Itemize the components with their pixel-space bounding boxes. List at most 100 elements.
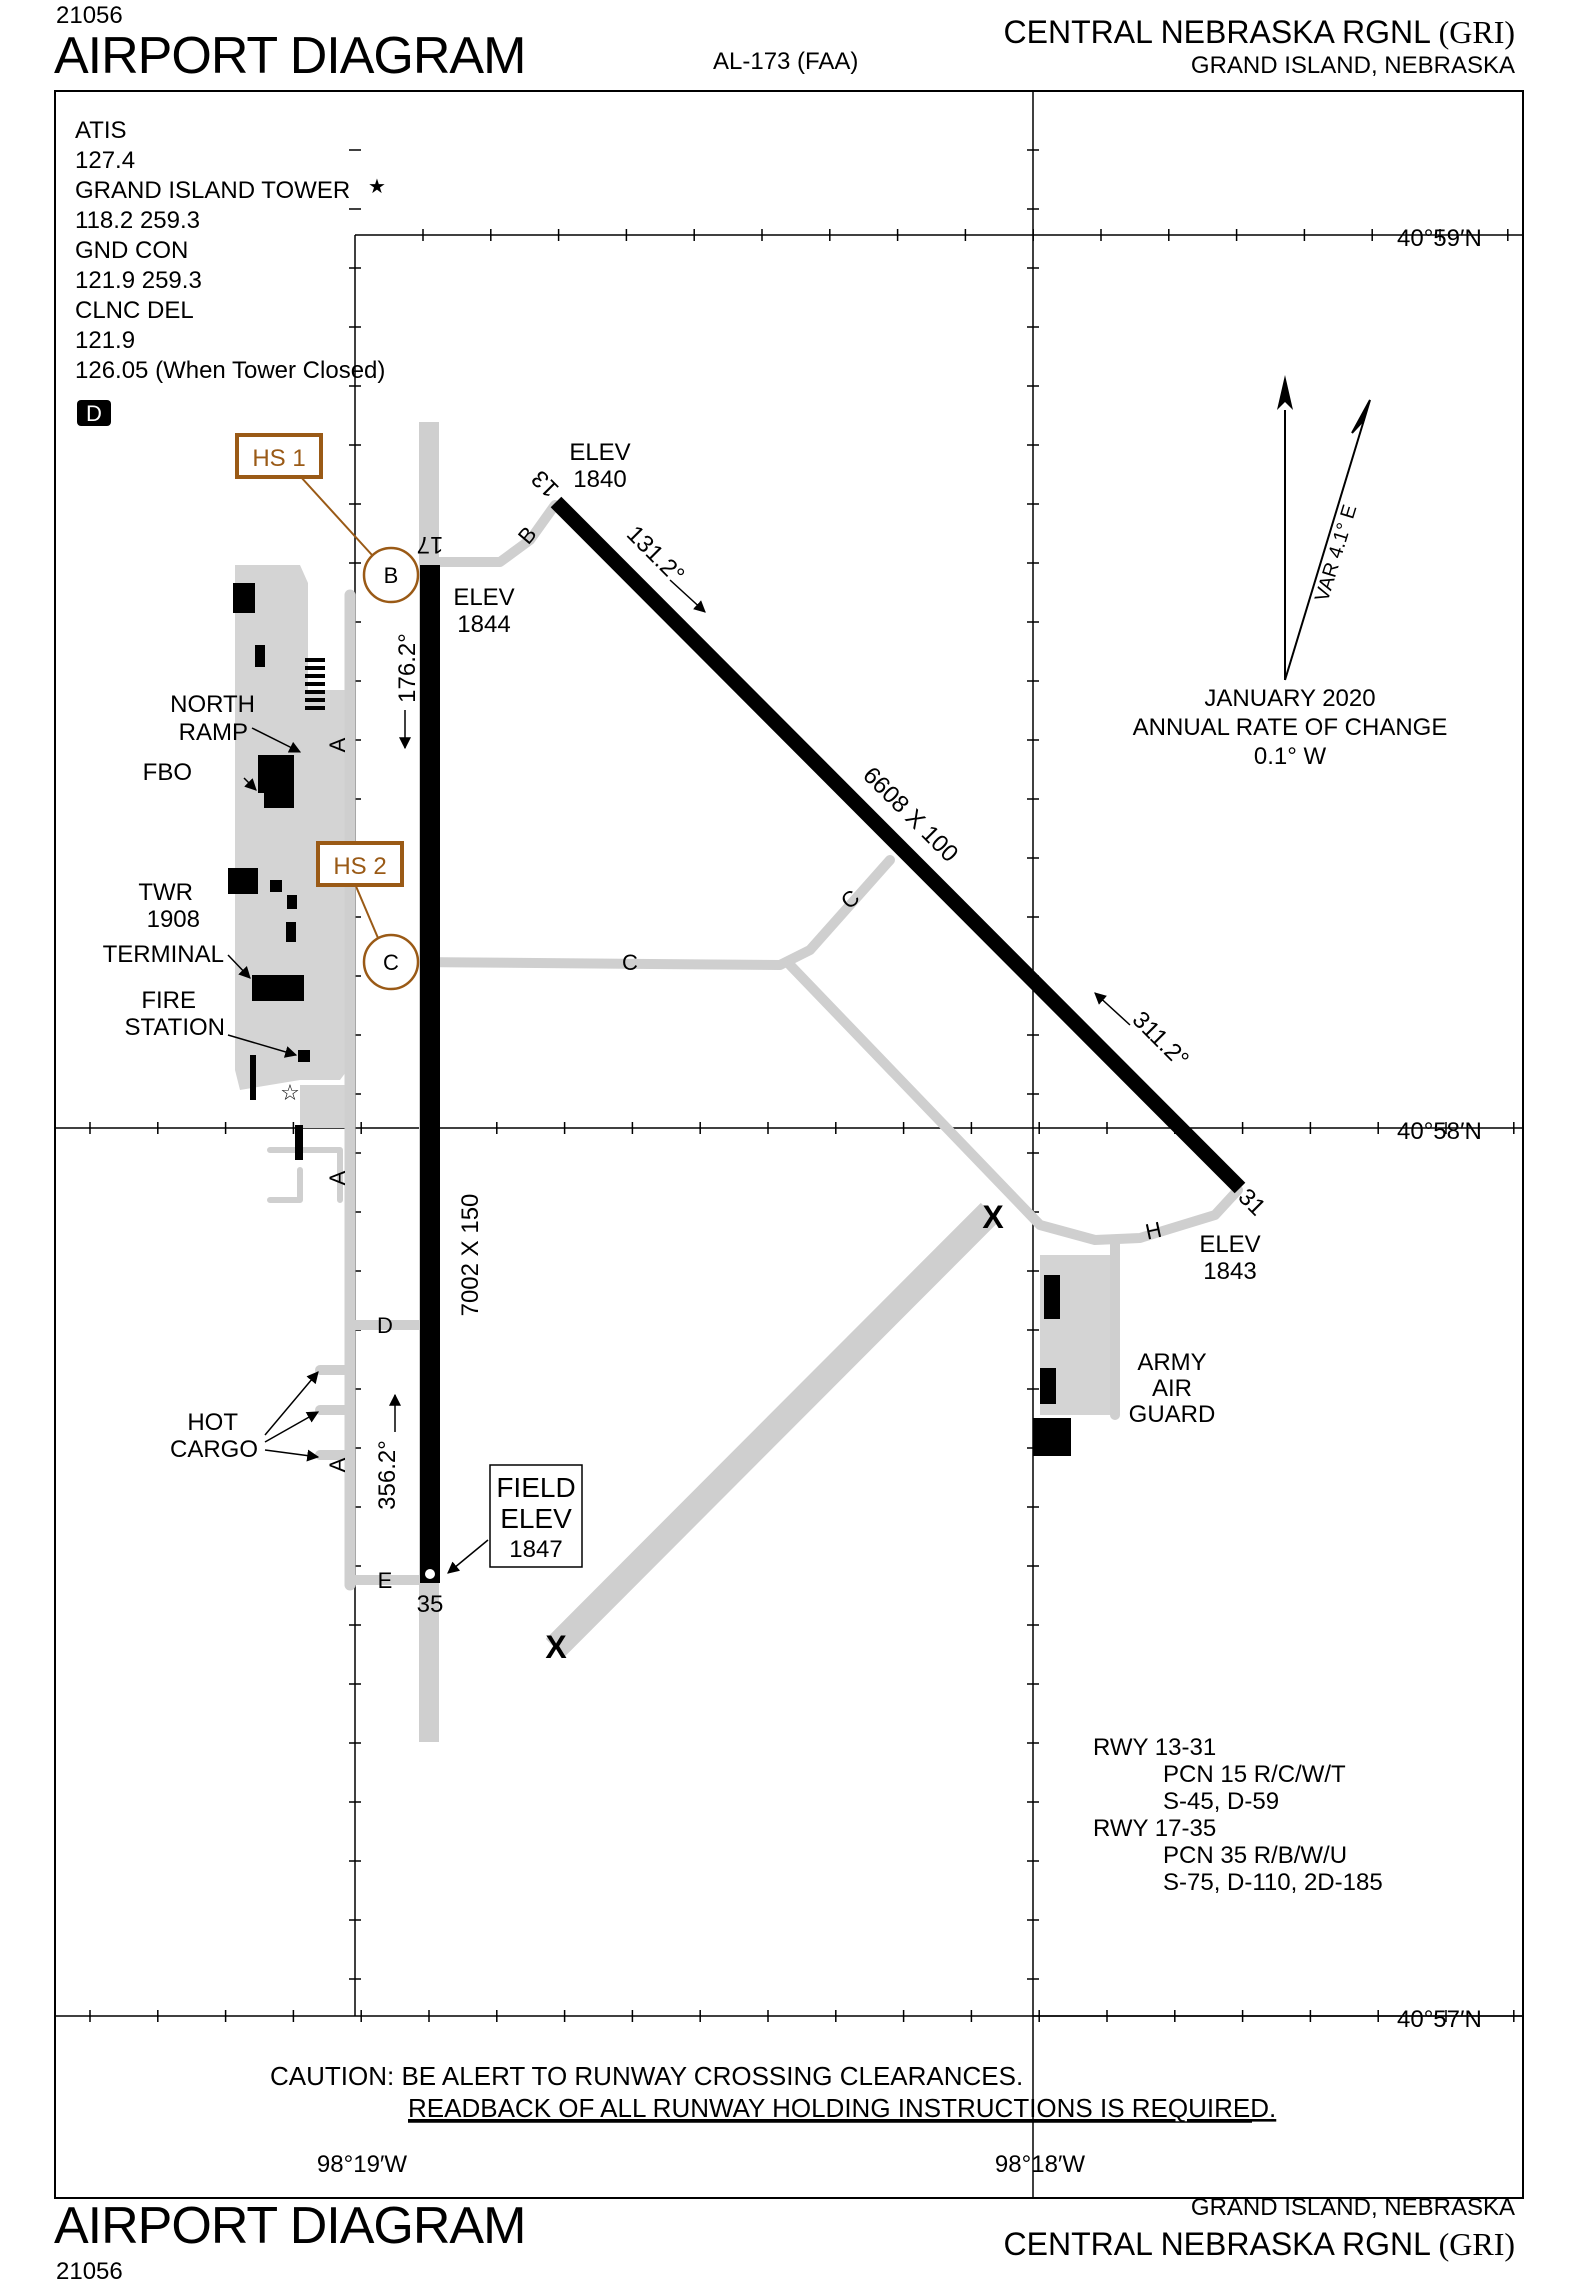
caution-line-1: CAUTION: BE ALERT TO RUNWAY CROSSING CLE…: [270, 2061, 1023, 2091]
heading-356: 356.2°: [374, 1440, 401, 1510]
taxiway-label-a1: A: [325, 737, 350, 752]
building-terminal-annex: [286, 922, 296, 942]
twr-label: TWR: [138, 879, 193, 906]
hot-cargo-label-2: CARGO: [170, 1436, 258, 1463]
elevations: ELEV 1840 ELEV 1844 ELEV 1843: [453, 439, 1260, 1285]
closed-runway: [545, 1202, 1000, 1658]
elev-13-value: 1840: [573, 466, 626, 493]
army-label-1: ARMY: [1137, 1349, 1206, 1376]
building-twr-west: [228, 868, 258, 894]
south-ramp-area: [300, 1085, 355, 1128]
taxiway-c: [405, 855, 895, 970]
lon-98-19-label: 98°19′W: [317, 2151, 407, 2178]
variation-rate-label: ANNUAL RATE OF CHANGE: [1133, 714, 1448, 741]
pavement-line-5: PCN 35 R/B/W/U: [1163, 1842, 1347, 1869]
twr-elev-label: 1908: [147, 906, 200, 933]
frequency-line: 126.05 (When Tower Closed): [75, 357, 385, 384]
frequency-line: 121.9: [75, 327, 135, 354]
taxiway-label-c1: C: [383, 950, 399, 975]
fbo-label: FBO: [143, 759, 192, 786]
frequency-line: GND CON: [75, 237, 188, 264]
frequency-line: CLNC DEL: [75, 297, 194, 324]
taxiway-label-c2: C: [622, 950, 638, 975]
pavement-info: RWY 13-31 PCN 15 R/C/W/T S-45, D-59 RWY …: [1093, 1734, 1383, 1896]
runway-17-35: [420, 565, 440, 1583]
footer-location: GRAND ISLAND, NEBRASKA: [1190, 2194, 1515, 2221]
south-hangar-taxilanes: [267, 1147, 343, 1203]
frequency-line: 118.2 259.3: [75, 207, 200, 234]
runway-13-31: [550, 496, 1246, 1194]
building-south-2: [295, 1125, 303, 1160]
army-building-2: [1040, 1368, 1056, 1404]
variation-label: VAR 4.1° E: [1311, 502, 1361, 604]
arrow-131: [669, 579, 706, 613]
footer-airport-id: (GRI): [1438, 2226, 1515, 2262]
true-north-icon: [1277, 375, 1293, 410]
taxiway-label-d: D: [377, 1313, 393, 1338]
north-arrows: VAR 4.1° E JANUARY 2020 ANNUAL RATE OF C…: [1133, 375, 1448, 770]
field-elev-line1: FIELD: [496, 1472, 575, 1503]
heading-176: 176.2°: [394, 633, 421, 703]
tower-star-icon: ★: [368, 176, 386, 198]
army-label-3: GUARD: [1129, 1401, 1216, 1428]
control-tower: [287, 895, 297, 909]
header-airport-name: CENTRAL NEBRASKA RGNL (GRI): [1004, 16, 1516, 48]
hotspot-circle-c: [362, 933, 420, 991]
elev-31-value: 1843: [1203, 1258, 1256, 1285]
beacon-icon: ☆: [280, 1080, 300, 1105]
footer-procedure-number: 21056: [56, 2258, 123, 2285]
hotspots: HS 1 HS 2: [235, 433, 420, 991]
magnetic-north-icon: [1351, 399, 1371, 434]
army-guard-labels: ARMY AIR GUARD: [1129, 1349, 1216, 1428]
field-elev-line2: ELEV: [500, 1503, 572, 1534]
hotspot-label-1: HS 1: [252, 445, 305, 472]
header-procedure-number: 21056: [56, 2, 123, 29]
army-building-1: [1044, 1275, 1060, 1319]
pavement-line-6: S-75, D-110, 2D-185: [1163, 1869, 1383, 1896]
footer-airport-name: CENTRAL NEBRASKA RGNL (GRI): [1004, 2228, 1516, 2260]
variation-rate: 0.1° W: [1254, 743, 1327, 770]
taxiway-label-b1: B: [384, 563, 399, 588]
fbo-building: [258, 755, 294, 793]
variation-date: JANUARY 2020: [1204, 685, 1375, 712]
runway-17-35-dimensions: 7002 X 150: [457, 1194, 484, 1317]
frequency-line: 127.4: [75, 147, 135, 174]
elev-31-label: ELEV: [1199, 1231, 1260, 1258]
footer-airport-name-text: CENTRAL NEBRASKA RGNL: [1003, 2226, 1430, 2262]
header-title: AIRPORT DIAGRAM: [54, 27, 526, 85]
header-airport-id: (GRI): [1438, 14, 1515, 50]
closed-mark-ne: X: [982, 1199, 1004, 1235]
taxiways: [267, 500, 1243, 1591]
hot-cargo-taxilanes: [315, 1365, 355, 1460]
building-south-1: [250, 1055, 256, 1100]
coordinate-labels: 40°59′N 40°58′N 40°57′N 98°19′W 98°18′W: [317, 225, 1482, 2178]
building-north-1: [233, 583, 255, 613]
hotspot-circle-b: [362, 546, 420, 604]
facility-leaders: [227, 727, 320, 1462]
taxiway-label-a2: A: [325, 1170, 350, 1185]
army-label-2: AIR: [1152, 1375, 1192, 1402]
pavement-line-1: RWY 13-31: [1093, 1734, 1216, 1761]
terminal-building: [252, 975, 304, 1001]
lat-40-57-label: 40°57′N: [1397, 2006, 1482, 2033]
header-location: GRAND ISLAND, NEBRASKA: [1190, 52, 1515, 79]
magnetic-north-line: [1284, 419, 1365, 681]
pavement-line-2: PCN 15 R/C/W/T: [1163, 1761, 1346, 1788]
taxiway-h: [785, 960, 1243, 1245]
hotspot-leader-1: [299, 475, 373, 556]
runway-end-35: 35: [417, 1591, 444, 1618]
field-elev-value: 1847: [509, 1536, 562, 1563]
facility-labels: NORTH RAMP FBO TWR 1908 TERMINAL FIRE ST…: [103, 691, 258, 1463]
field-elevation-point: [425, 1569, 435, 1579]
arrow-311: [1094, 992, 1131, 1026]
elev-13-label: ELEV: [569, 439, 630, 466]
heading-311: 311.2°: [1127, 1006, 1194, 1073]
frequency-line: ATIS: [75, 117, 127, 144]
fire-station: [298, 1050, 310, 1062]
footer-title: AIRPORT DIAGRAM: [54, 2197, 526, 2255]
north-ramp-area: [235, 565, 355, 1090]
pavement-line-4: RWY 17-35: [1093, 1815, 1216, 1842]
